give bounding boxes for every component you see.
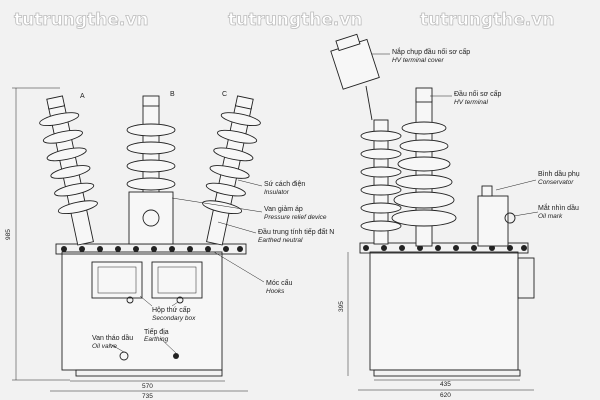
side-base [373,369,521,377]
label-earthed-neutral: Đầu trung tính tiếp đất N [258,227,334,236]
watermark: tutrungthe.vn [14,10,149,30]
side-tank [369,251,519,371]
label-insulator-en: Insulator [264,189,290,196]
side-secondary-box [517,257,535,299]
label-hv-terminal: Đầu nối sơ cấp [454,89,502,98]
side-annotations: Nắp chụp đầu nối sơ cấp HV terminal cove… [372,47,580,220]
dim-side-width-inner: 435 [440,381,451,388]
hv-terminal-cover [330,33,380,90]
label-hv-terminal-en: HV terminal [454,99,489,106]
label-hooks: Móc cẩu [266,279,293,287]
phase-a-label: A [80,93,85,100]
earthing-icon [173,353,179,359]
side-insulator-center [391,87,457,247]
label-oil-mark: Mắt nhìn dầu [538,203,579,212]
secondary-box-left [91,261,143,299]
label-pressure-relief-en: Pressure relief device [264,214,327,221]
side-insulator-left [360,119,402,245]
insulator-a [39,95,98,246]
watermark: tutrungthe.vn [228,10,363,30]
front-annotations: Sứ cách điện Insulator Van giảm áp Press… [92,179,334,354]
label-secondary-box: Hộp thứ cấp [152,305,191,314]
insulator-b [126,95,176,245]
label-earthing-en: Earthing [144,336,169,343]
phase-c-label: C [222,91,227,98]
center-chamber [128,191,174,245]
label-hv-terminal-cover-en: HV terminal cover [392,57,444,64]
dim-side-height: 395 [338,301,345,312]
front-view: A B C 985 570 735 [5,87,261,400]
phase-b-label: B [170,91,175,98]
label-secondary-box-en: Secondary box [152,315,196,322]
secondary-box-right [151,261,203,299]
side-view: 395 435 620 [330,33,535,399]
label-hv-terminal-cover: Nắp chụp đầu nối sơ cấp [392,47,470,56]
label-oil-mark-en: Oil mark [538,213,563,220]
label-pressure-relief: Van giảm áp [264,206,303,213]
label-conservator-en: Conservator [538,179,574,186]
label-insulator: Sứ cách điện [264,181,305,188]
oil-mark-icon [504,212,516,224]
conservator-tank [477,195,509,247]
flange-bolts [61,246,243,252]
label-oil-valve: Van tháo dầu [92,333,133,342]
label-oil-valve-en: Oil valve [92,343,117,350]
label-hooks-en: Hooks [266,288,285,295]
watermark: tutrungthe.vn [420,10,555,30]
dim-front-height: 985 [5,229,12,240]
label-earthed-neutral-en: Earthed neutral [258,237,303,244]
label-conservator: Bình dầu phụ [538,169,580,178]
label-earthing: Tiếp địa [144,327,169,336]
dim-front-width-outer: 735 [142,393,153,400]
front-base [75,369,223,377]
side-flange [359,242,529,254]
dim-front-width-inner: 570 [142,383,153,390]
dim-side-width-outer: 620 [440,392,451,399]
insulator-c [202,95,261,246]
